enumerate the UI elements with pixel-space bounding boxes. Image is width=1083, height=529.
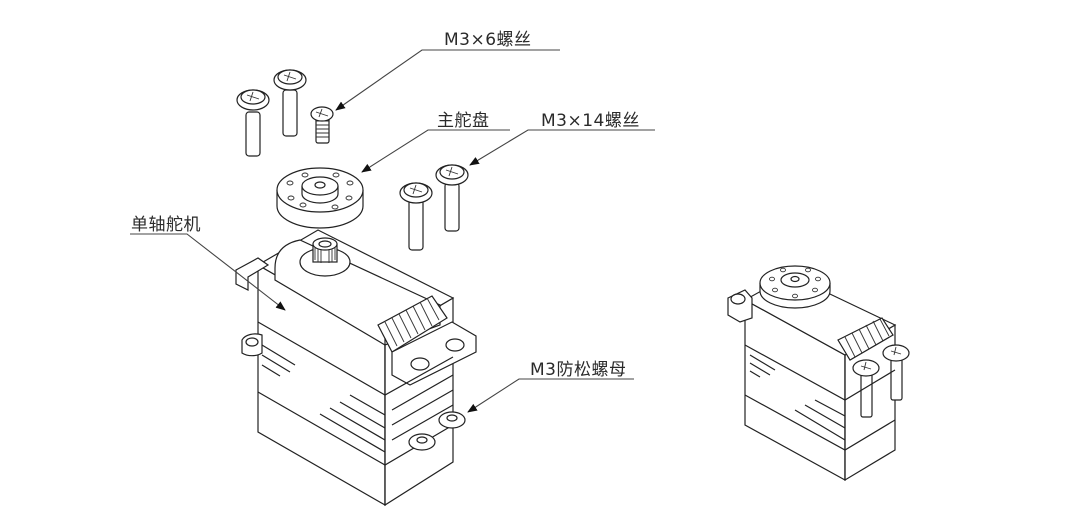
m3x6-screw — [310, 106, 334, 144]
main-horn — [276, 167, 364, 229]
single-shaft-servo — [235, 229, 477, 507]
exploded-view — [235, 69, 477, 507]
callout-main-horn: 主舵盘 — [437, 111, 490, 131]
m3x14-screw-right-a — [399, 182, 433, 251]
m3-locknut-b — [438, 411, 466, 429]
callout-m3x6-screw: M3×6螺丝 — [444, 30, 532, 50]
leader-m3x6 — [335, 49, 560, 111]
callout-m3x14-screw: M3×14螺丝 — [541, 111, 640, 131]
leader-main-horn — [361, 129, 510, 173]
leader-locknut — [467, 378, 634, 413]
m3x14-screw-right-b — [435, 164, 469, 232]
assembled-view — [727, 265, 910, 482]
callout-single-shaft-servo: 单轴舵机 — [131, 215, 201, 235]
callout-m3-locknut: M3防松螺母 — [530, 360, 627, 380]
leader-m3x14 — [469, 129, 655, 166]
m3x14-screw-left-b — [273, 69, 307, 137]
leader-servo — [130, 233, 286, 311]
m3x14-screw-left-a — [236, 89, 270, 157]
m3-locknut-a — [408, 433, 436, 451]
leader-lines — [130, 49, 655, 413]
